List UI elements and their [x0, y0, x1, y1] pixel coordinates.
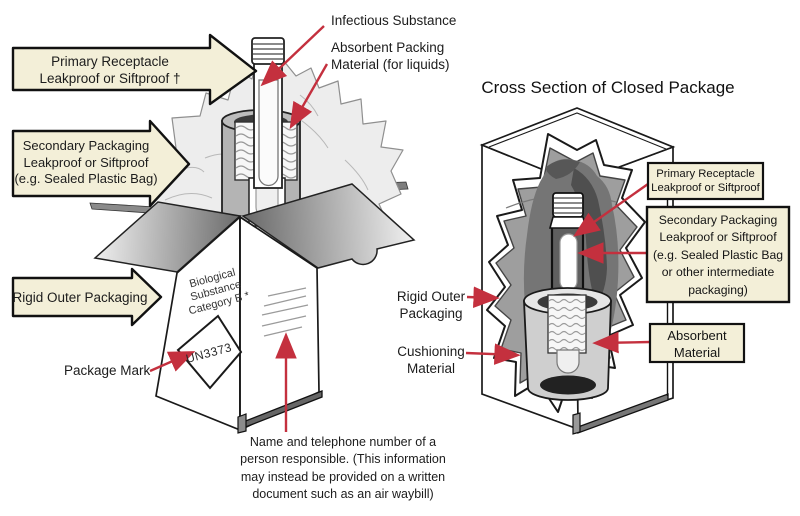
tube-cap	[251, 37, 285, 65]
primary-tube-inner	[258, 79, 279, 187]
cushioning-arrow	[465, 343, 521, 365]
address-lines	[261, 287, 309, 337]
rigid-outer-arrow-shape	[11, 267, 163, 327]
infectious-substance-label: Infectious Substance	[331, 13, 457, 28]
absorbent-coil-right	[547, 294, 587, 354]
rigid-outer-packaging-plain-label: Rigid Outer Packaging	[396, 289, 466, 321]
secondary-packaging-arrow-shape	[11, 119, 191, 208]
package-mark-label: Package Mark	[64, 363, 151, 378]
open-package-illustration	[11, 25, 416, 434]
closed-box-rail-end	[572, 412, 581, 435]
vial-cap	[548, 192, 588, 229]
absorbent-packing-arrow	[289, 63, 329, 130]
cushioning-material-plain-label: Cushioning Material	[397, 344, 465, 376]
left-arrow-labels-shapes	[11, 33, 258, 327]
right-callout-arrows	[465, 183, 651, 365]
box-flap-right	[241, 183, 416, 269]
right-label-boxes	[645, 161, 791, 364]
primary-tube-cross-section	[559, 233, 578, 291]
primary-receptacle-box	[646, 161, 765, 201]
package-mark-arrow	[149, 351, 196, 373]
tube-tip-right	[556, 349, 580, 374]
closed-package-illustration	[465, 107, 791, 435]
absorbent-material-arrow	[592, 331, 651, 354]
rigid-outer-arrow	[466, 286, 500, 309]
rigid-outer-packaging-label: Rigid Outer Packaging	[12, 290, 148, 305]
secondary-packaging-box	[645, 205, 791, 304]
primary-receptacle-arrow	[573, 183, 649, 237]
inner-cup-bottom-hole	[540, 375, 596, 395]
primary-receptacle-boxed-label: Primary Receptacle Leakproof or Siftproo…	[651, 168, 760, 194]
un3373-diamond	[176, 314, 243, 390]
primary-receptacle-label: Primary Receptacle Leakproof or Siftproo…	[39, 54, 181, 86]
sealed-bag-twist	[545, 159, 580, 179]
left-callout-arrows	[149, 25, 329, 432]
absorbent-material-box	[648, 322, 746, 364]
primary-receptacle-arrow-shape	[11, 33, 258, 106]
cross-section-title: Cross Section of Closed Package	[481, 78, 735, 97]
infectious-substance-arrow	[260, 25, 325, 87]
responsible-person-note: Name and telephone number of a person re…	[240, 435, 446, 501]
box-rail-end	[237, 413, 247, 434]
absorbent-packing-label: Absorbent Packing Material (for liquids)	[331, 40, 450, 72]
closed-box-top-seam	[488, 112, 667, 150]
secondary-packaging-label: Secondary Packaging Leakproof or Siftpro…	[14, 138, 158, 186]
secondary-packaging-boxed-label: Secondary Packaging Leakproof or Siftpro…	[652, 213, 784, 297]
absorbent-material-boxed-label: Absorbent Material	[667, 328, 727, 360]
